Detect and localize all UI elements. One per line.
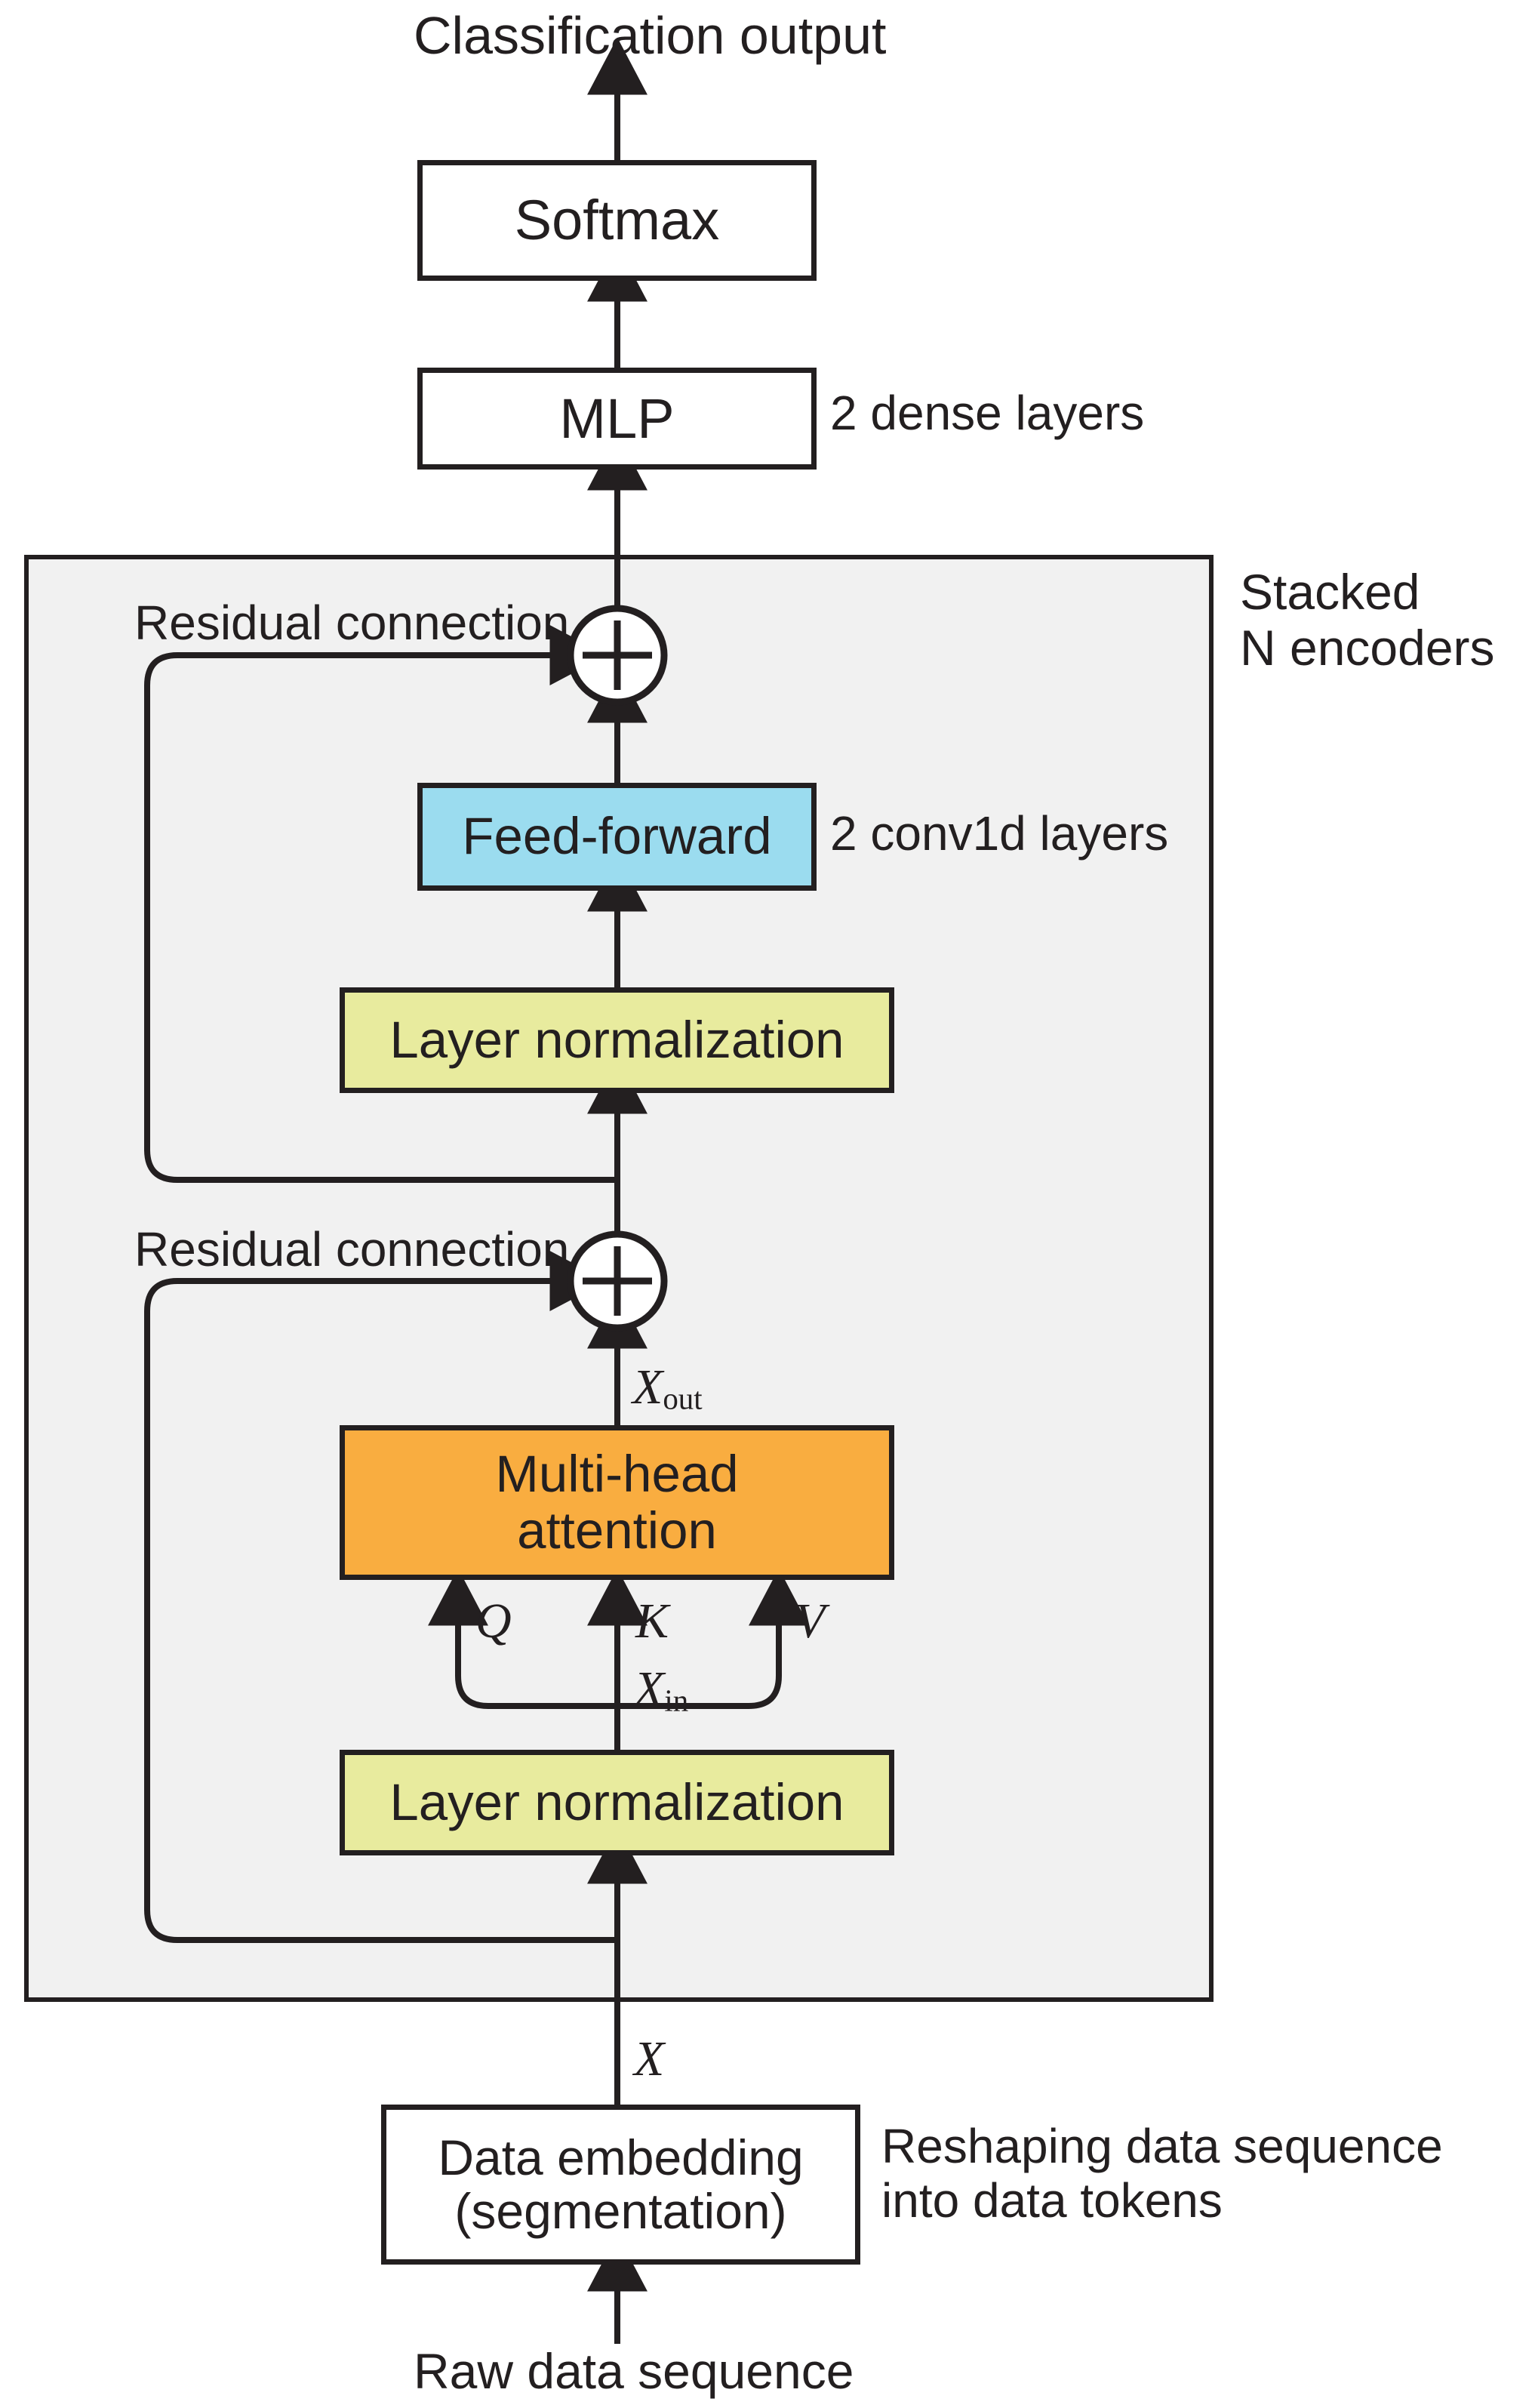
layer-normalization-top-label: Layer normalization xyxy=(389,1010,844,1069)
feed-forward-label: Feed-forward xyxy=(462,807,772,866)
data-embedding-block[interactable]: Data embedding (segmentation) xyxy=(381,2105,860,2265)
data-embedding-label: Data embedding (segmentation) xyxy=(438,2129,804,2239)
signal-q-label: Q xyxy=(475,1594,512,1649)
softmax-block[interactable]: Softmax xyxy=(417,160,817,281)
feed-forward-block[interactable]: Feed-forward xyxy=(417,783,817,891)
feed-forward-annotation-label: 2 conv1d layers xyxy=(830,806,1169,861)
layer-normalization-top-block[interactable]: Layer normalization xyxy=(340,987,894,1093)
wire-residual-bottom xyxy=(144,1251,617,1943)
layer-normalization-bottom-block[interactable]: Layer normalization xyxy=(340,1750,894,1855)
stacked-encoders-label: Stacked N encoders xyxy=(1240,564,1495,676)
softmax-label: Softmax xyxy=(514,189,720,252)
mlp-block[interactable]: MLP xyxy=(417,368,817,470)
raw-data-sequence-label: Raw data sequence xyxy=(414,2343,854,2399)
classification-output-label: Classification output xyxy=(414,6,887,65)
signal-k-label: K xyxy=(635,1594,669,1649)
data-embedding-annotation-label: Reshaping data sequence into data tokens xyxy=(881,2119,1443,2228)
signal-v-label: V xyxy=(795,1594,826,1649)
multi-head-attention-block[interactable]: Multi-head attention xyxy=(340,1425,894,1580)
mlp-annotation-label: 2 dense layers xyxy=(830,386,1145,440)
signal-x-in-label: Xin xyxy=(634,1661,689,1718)
mlp-label: MLP xyxy=(559,386,675,450)
residual-connection-top-label: Residual connection xyxy=(134,596,570,650)
multi-head-attention-label: Multi-head attention xyxy=(495,1444,739,1560)
signal-x-label: X xyxy=(634,2031,665,2086)
layer-normalization-bottom-label: Layer normalization xyxy=(389,1772,844,1831)
residual-connection-bottom-label: Residual connection xyxy=(134,1222,570,1276)
signal-x-out-label: Xout xyxy=(632,1360,703,1416)
wire-residual-top xyxy=(144,625,617,1183)
